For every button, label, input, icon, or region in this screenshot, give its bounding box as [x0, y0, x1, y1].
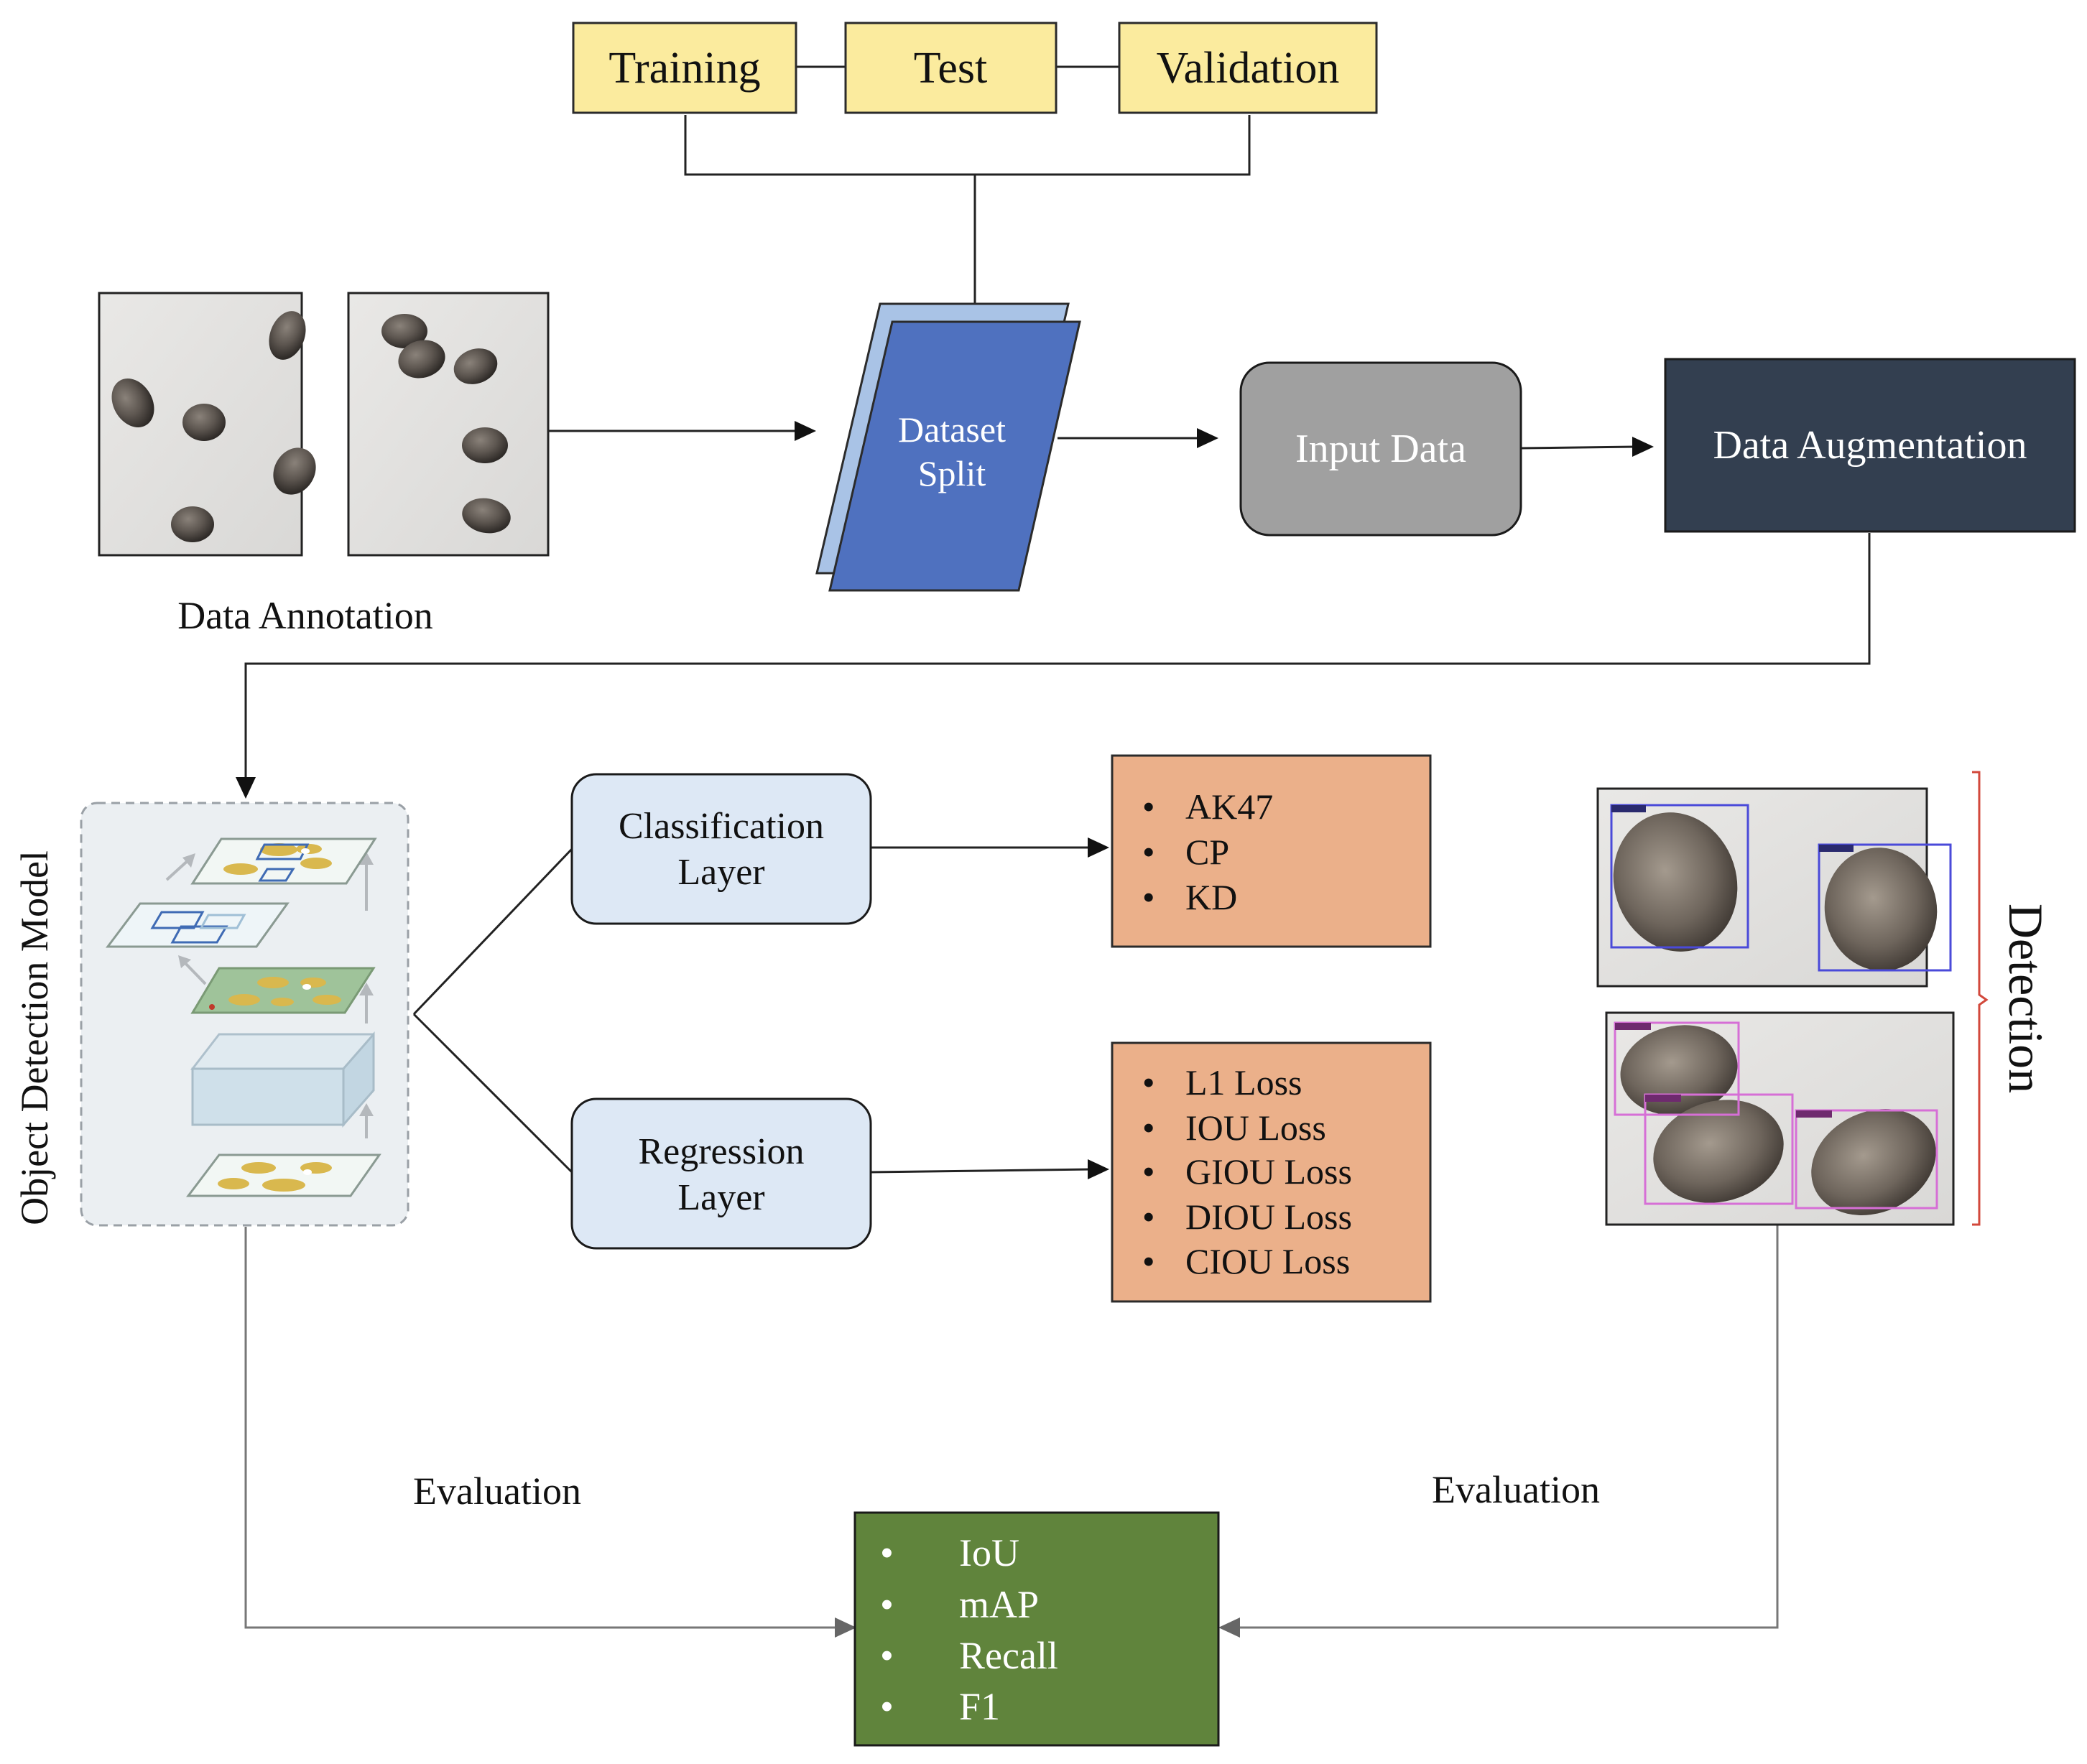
metrics-box: • IoU • mAP • Recall • F1 [853, 1511, 1220, 1747]
class-item: AK47 [1185, 786, 1273, 827]
input-data-label: Input Data [1295, 427, 1466, 471]
seed [1613, 812, 1738, 952]
seed [1653, 1100, 1784, 1203]
loss-item: DIOU Loss [1185, 1197, 1352, 1237]
metric-item: Recall [959, 1634, 1058, 1677]
data-augmentation-label: Data Augmentation [1713, 423, 2027, 468]
bullet: • [880, 1583, 894, 1626]
split-training-label: Training [608, 44, 760, 93]
regression-layer-line2: Layer [677, 1177, 764, 1218]
detection-photo-1 [1596, 787, 1952, 988]
arrowhead-to-model [236, 777, 256, 799]
class-item: KD [1185, 877, 1237, 917]
loss-item: CIOU Loss [1185, 1241, 1350, 1281]
seed [453, 348, 498, 384]
arrowhead-to-classes [1088, 837, 1109, 858]
detection-bracket [1972, 771, 1989, 1226]
bullet: • [1142, 832, 1155, 872]
bullet: • [1142, 877, 1155, 917]
annotation-photo-1 [98, 292, 316, 557]
data-annotation-label: Data Annotation [177, 594, 432, 637]
model-illustration [80, 802, 409, 1227]
arrowhead-to-dataset [795, 421, 816, 441]
seed [182, 404, 226, 441]
metric-item: IoU [959, 1531, 1019, 1574]
bounding-box [1644, 1093, 1794, 1205]
arrowhead-right-to-metrics [1218, 1617, 1240, 1638]
dataset-split-shape: Dataset Split [815, 302, 1081, 592]
bullet: • [1142, 1108, 1155, 1148]
detection-photo-2 [1605, 1011, 1955, 1226]
bullet: • [1142, 1197, 1155, 1237]
detection-label: Detection [1999, 904, 2053, 1093]
evaluation-left-label: Evaluation [413, 1470, 581, 1513]
bullet: • [1142, 1241, 1155, 1281]
losses-box: • L1 Loss • IOU Loss • GIOU Loss • DIOU … [1111, 1041, 1432, 1303]
bullet: • [1142, 1062, 1155, 1102]
dataset-split-line2: Split [918, 453, 986, 493]
arrowheads-grey [835, 1617, 1240, 1638]
dataset-split-front [828, 320, 1081, 592]
data-augmentation-box: Data Augmentation [1664, 358, 2076, 533]
bounding-box [1818, 843, 1952, 972]
connector-input-to-augmentation [1520, 445, 1636, 450]
loss-item: L1 Loss [1185, 1062, 1302, 1102]
connector-fork-regression [412, 1013, 573, 1174]
bullet: • [1142, 786, 1155, 827]
metric-item: F1 [959, 1685, 1000, 1728]
connector-augmentation-to-model [244, 533, 1871, 783]
bullet: • [880, 1531, 894, 1574]
metric-item: mAP [959, 1583, 1039, 1626]
seed [1824, 848, 1938, 971]
connector-fork-classification [412, 848, 573, 1016]
loss-item: GIOU Loss [1185, 1151, 1352, 1192]
bullet: • [880, 1634, 894, 1677]
split-test-label: Test [914, 44, 987, 93]
dataset-split-line1: Dataset [898, 409, 1006, 450]
split-validation-label: Validation [1157, 44, 1340, 93]
classification-layer-box: Classification Layer [570, 773, 872, 925]
connectors [244, 65, 1871, 1174]
split-validation-box: Validation [1118, 22, 1378, 114]
seed [171, 506, 214, 542]
object-detection-model-label: Object Detection Model [13, 850, 56, 1225]
classification-layer-line2: Layer [677, 852, 764, 893]
arrowheads [236, 421, 1654, 1179]
connector-split-bracket [684, 115, 1251, 176]
bullet: • [1142, 1151, 1155, 1192]
bullet: • [880, 1685, 894, 1728]
connector-detection-to-metrics [1236, 1222, 1779, 1629]
class-item: CP [1185, 832, 1229, 872]
evaluation-connectors [244, 1222, 1779, 1629]
loss-item: IOU Loss [1185, 1108, 1326, 1148]
seed [1620, 1025, 1738, 1115]
annotation-photo-2 [347, 292, 550, 557]
seed [273, 447, 316, 495]
connector-regression-to-losses [870, 1168, 1093, 1174]
split-test-box: Test [844, 22, 1058, 114]
seed [398, 340, 445, 379]
arrowhead-to-losses [1088, 1159, 1109, 1179]
seed [462, 427, 508, 463]
seed [111, 379, 154, 427]
seed [1811, 1109, 1936, 1215]
input-data-box: Input Data [1239, 361, 1522, 537]
arrowhead-left-to-metrics [835, 1617, 856, 1638]
bounding-box [1610, 804, 1749, 949]
classes-box: • AK47 • CP • KD [1111, 754, 1432, 948]
classification-layer-line1: Classification [619, 806, 824, 847]
seed [462, 498, 511, 534]
split-training-box: Training [572, 22, 797, 114]
bounding-box [1795, 1109, 1938, 1210]
seed [269, 311, 306, 360]
arrowhead-to-input [1197, 428, 1218, 448]
regression-layer-line1: Regression [638, 1131, 804, 1172]
arrowhead-to-augmentation [1632, 437, 1654, 457]
seed [381, 314, 427, 348]
evaluation-right-label: Evaluation [1432, 1468, 1600, 1511]
connector-model-to-metrics [244, 1227, 839, 1629]
regression-layer-box: Regression Layer [570, 1097, 872, 1250]
bounding-box [1614, 1021, 1740, 1116]
